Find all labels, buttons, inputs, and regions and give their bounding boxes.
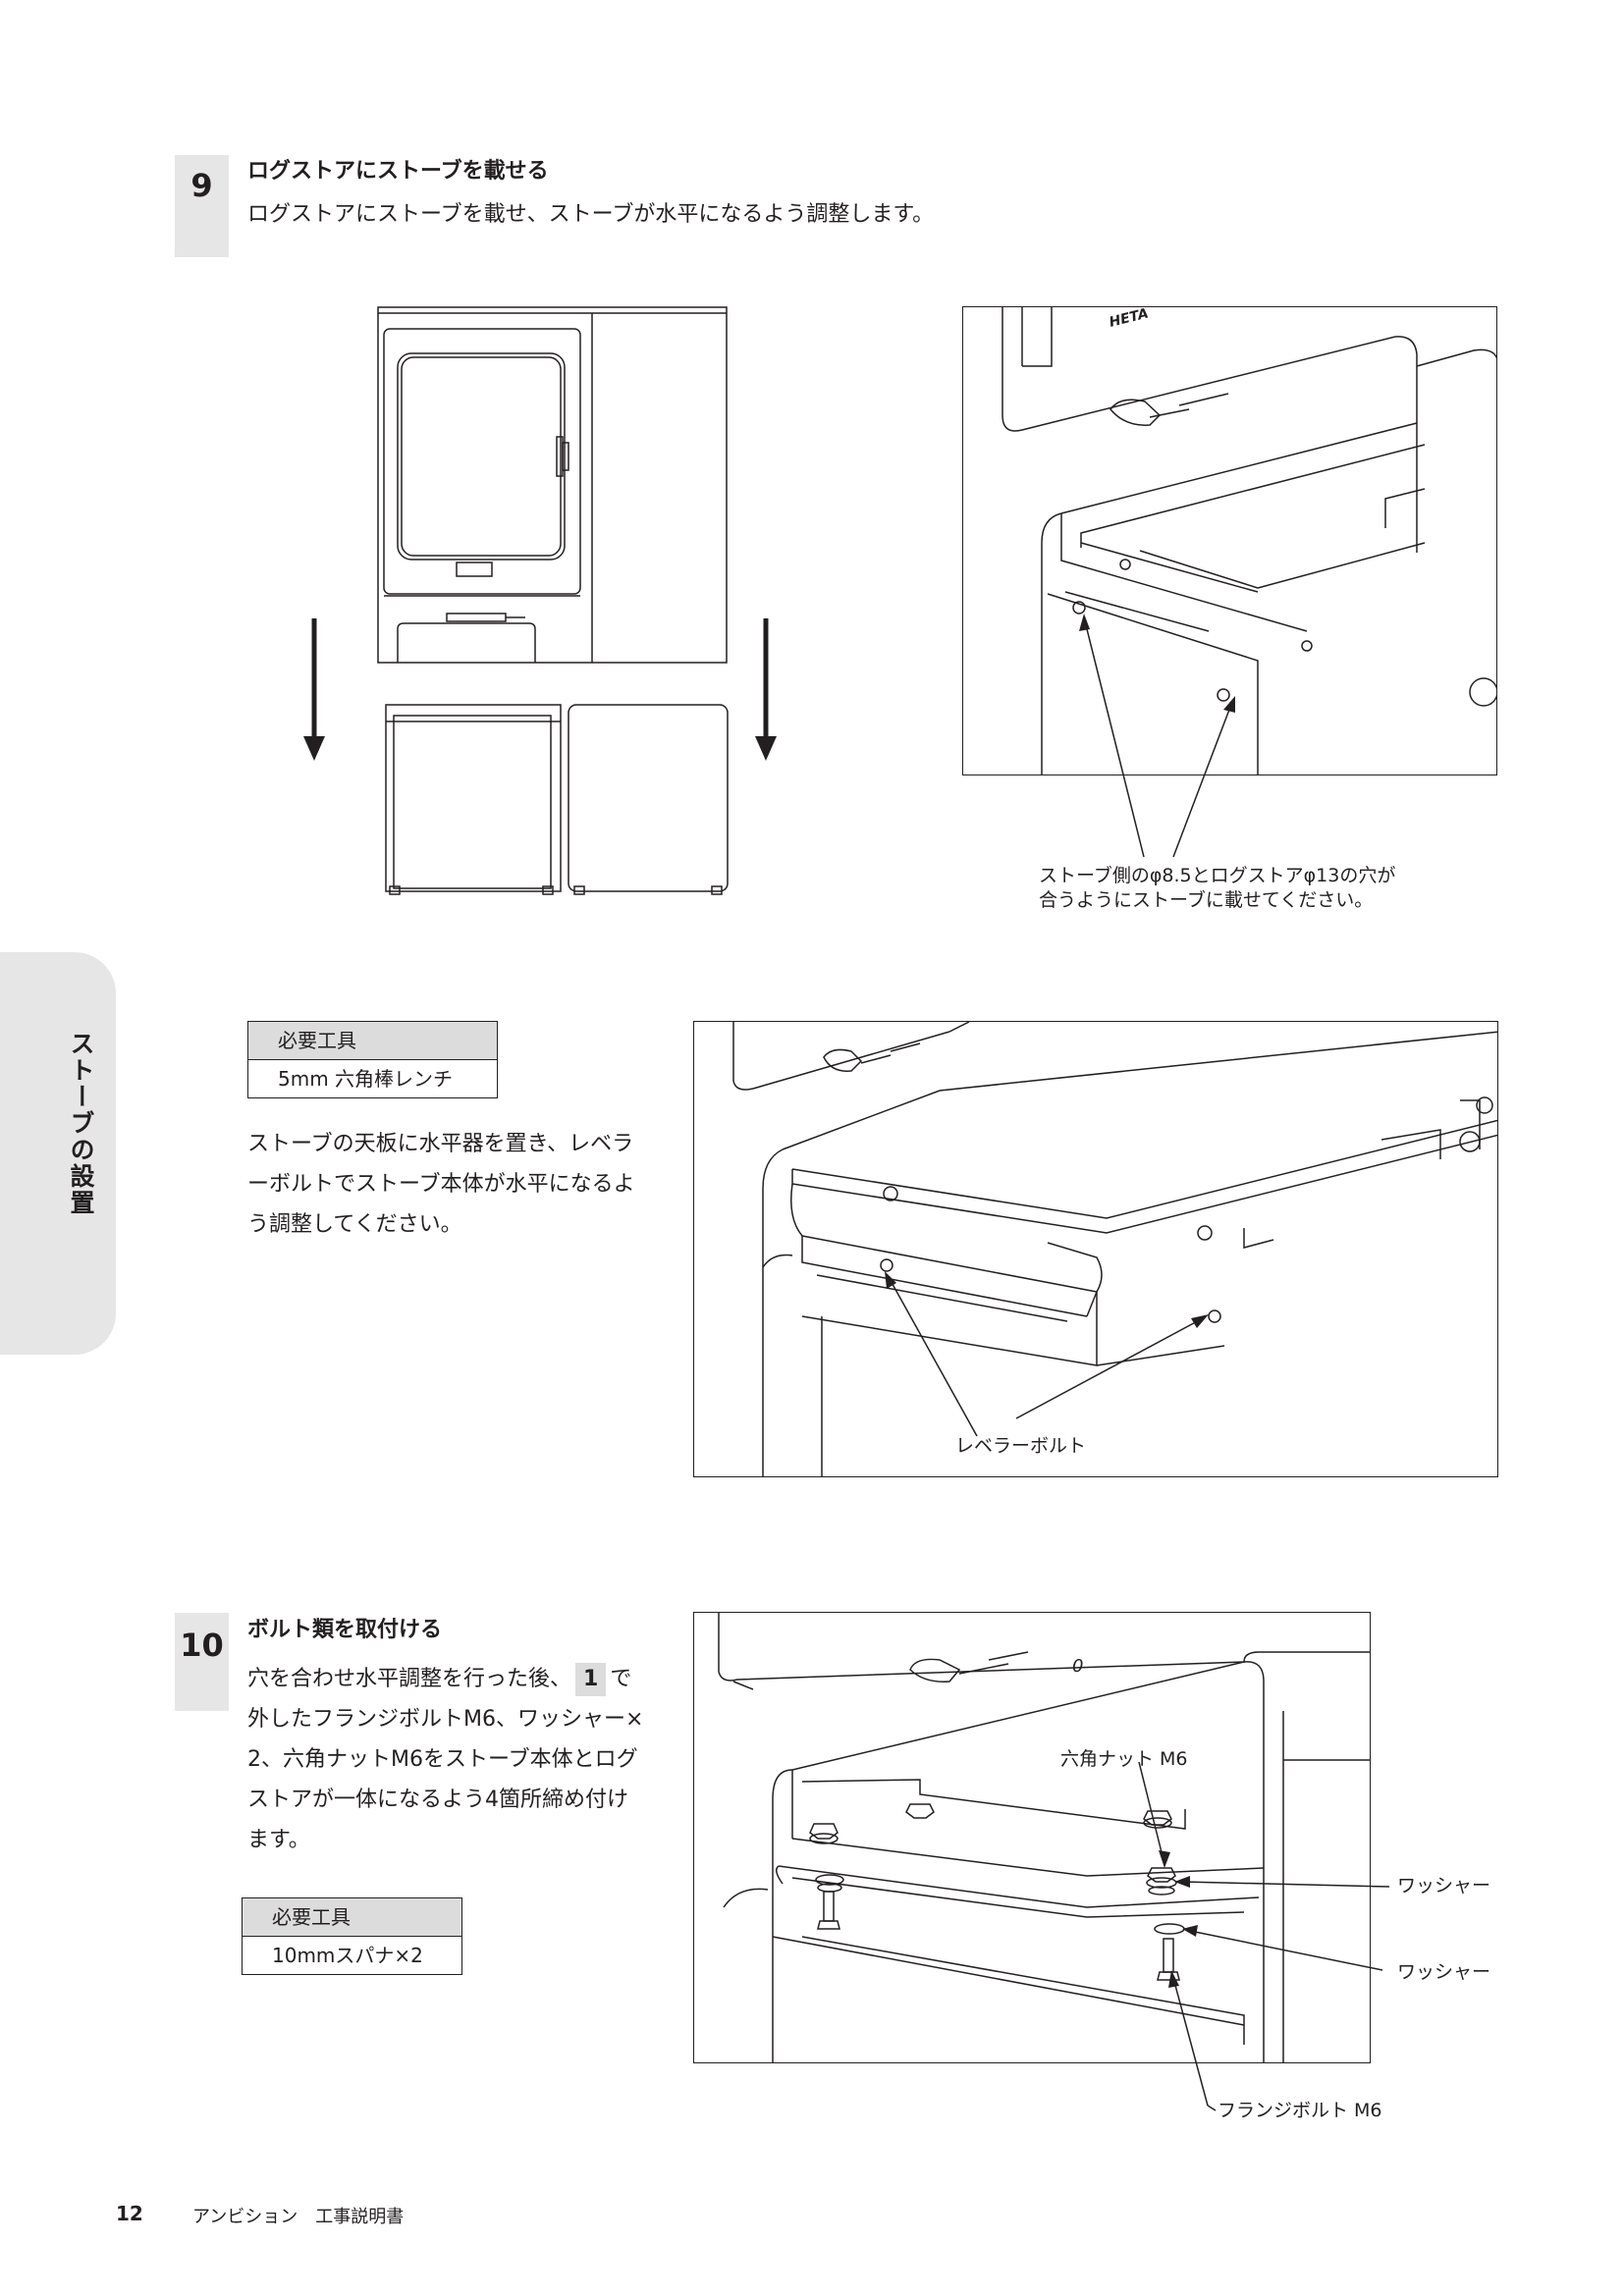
washer-label-lower: ワッシャー bbox=[1397, 1961, 1491, 1983]
hole-alignment-callout-line-1: ストーブ側のφ8.5とログストアφ13の穴が bbox=[1039, 865, 1396, 886]
dial-zero-mark: 0 bbox=[1072, 1656, 1083, 1677]
step-9-tools-header: 必要工具 bbox=[248, 1022, 497, 1060]
step-9-number: 9 bbox=[175, 155, 229, 257]
step-10-number: 10 bbox=[175, 1613, 229, 1711]
stove-logo-text: HETA bbox=[1108, 307, 1150, 331]
leveling-instructions-line-2: ーボルトでストーブ本体が水平になるよ bbox=[247, 1172, 635, 1197]
leveling-instructions-line-3: う調整してください。 bbox=[247, 1212, 462, 1237]
hole-alignment-callout-line-2: 合うようにストーブに載せてください。 bbox=[1039, 889, 1374, 911]
figure-stove-on-logstore bbox=[299, 299, 781, 898]
washer-label-upper: ワッシャー bbox=[1397, 1875, 1491, 1896]
leveling-instructions: ストーブの天板に水平器を置き、レベラ ーボルトでストーブ本体が水平になるよ う調… bbox=[247, 1124, 660, 1245]
step-9-tools-box: 必要工具 5mm 六角棒レンチ bbox=[247, 1021, 498, 1098]
leveling-instructions-line-1: ストーブの天板に水平器を置き、レベラ bbox=[247, 1132, 634, 1156]
section-side-tab-label: ストーブの設置 bbox=[67, 1031, 95, 1216]
leveler-bolt-label: レベラーボルト bbox=[955, 1435, 1087, 1457]
hex-nut-label: 六角ナット M6 bbox=[1060, 1748, 1188, 1770]
flange-bolt-label: フランジボルト M6 bbox=[1218, 2100, 1382, 2121]
step-9-description: ログストアにストーブを載せ、ストーブが水平になるよう調整します。 bbox=[247, 202, 935, 227]
step-10-tools-box: 必要工具 10mmスパナ×2 bbox=[242, 1897, 462, 1975]
step-10-instructions-line-2: 外したフランジボルトM6、ワッシャー× bbox=[247, 1707, 644, 1732]
figure-leveler-bolts bbox=[693, 1021, 1498, 1477]
step-10-instructions-line-4: ストアが一体になるよう4箇所締め付け bbox=[247, 1788, 628, 1812]
step-1-reference: 1 bbox=[575, 1663, 607, 1696]
step-9-tools-item: 5mm 六角棒レンチ bbox=[278, 1067, 454, 1091]
section-side-tab: ストーブの設置 bbox=[0, 952, 116, 1355]
step-10-title: ボルト類を取付ける bbox=[247, 1618, 443, 1642]
step-10-instructions-line-5: ます。 bbox=[247, 1828, 310, 1852]
step-9-title: ログストアにストーブを載せる bbox=[247, 159, 549, 184]
step-10-tools-item: 10mmスパナ×2 bbox=[272, 1944, 423, 1967]
figure-bolt-assembly: 0 bbox=[693, 1612, 1371, 2063]
step-10-tools-header: 必要工具 bbox=[243, 1898, 461, 1937]
figure-hole-alignment-detail: HETA bbox=[962, 306, 1497, 775]
document-title: アンビション 工事説明書 bbox=[192, 2207, 405, 2227]
page-number: 12 bbox=[116, 2202, 143, 2225]
step-10-instructions-line-3: 2、六角ナットM6をストーブ本体とログ bbox=[247, 1747, 638, 1772]
